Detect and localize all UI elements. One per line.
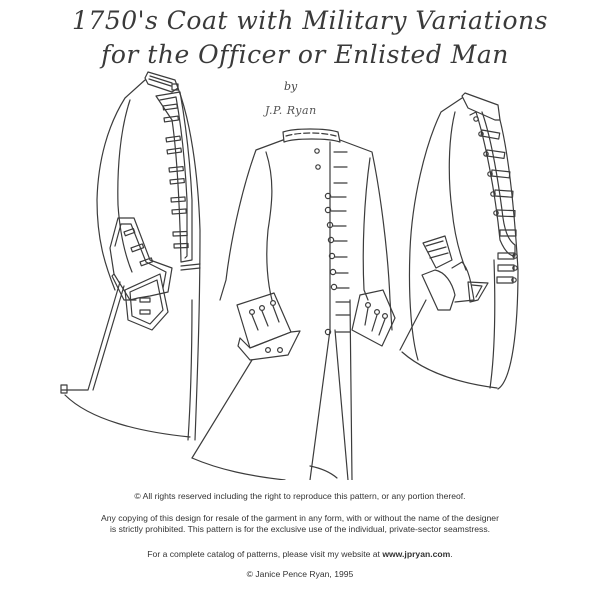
catalog-prefix: For a complete catalog of patterns, plea… (147, 548, 383, 559)
title-line-1: 1750's Coat with Military Variations (72, 6, 548, 35)
copying-prohibited-text: Any copying of this design for resale of… (101, 512, 499, 535)
title-line-2: for the Officer or Enlisted Man (101, 40, 509, 69)
center-coat-drawing (191, 128, 396, 481)
left-coat-drawing (60, 71, 201, 441)
byline: by (284, 80, 298, 93)
coat-illustrations (60, 71, 519, 481)
right-coat-drawing (399, 92, 519, 390)
catalog-suffix: . (450, 548, 453, 559)
catalog-text: For a complete catalog of patterns, plea… (0, 549, 600, 561)
pattern-title: 1750's Coat with Military Variations for… (0, 4, 600, 72)
copyright-text: © Janice Pence Ryan, 1995 (246, 569, 354, 579)
website-link[interactable]: www.jpryan.com (382, 548, 451, 559)
rights-reserved-text: © All rights reserved including the righ… (134, 491, 466, 501)
author-name: J.P. Ryan (265, 104, 317, 117)
legal-notice: © All rights reserved including the righ… (0, 491, 600, 581)
